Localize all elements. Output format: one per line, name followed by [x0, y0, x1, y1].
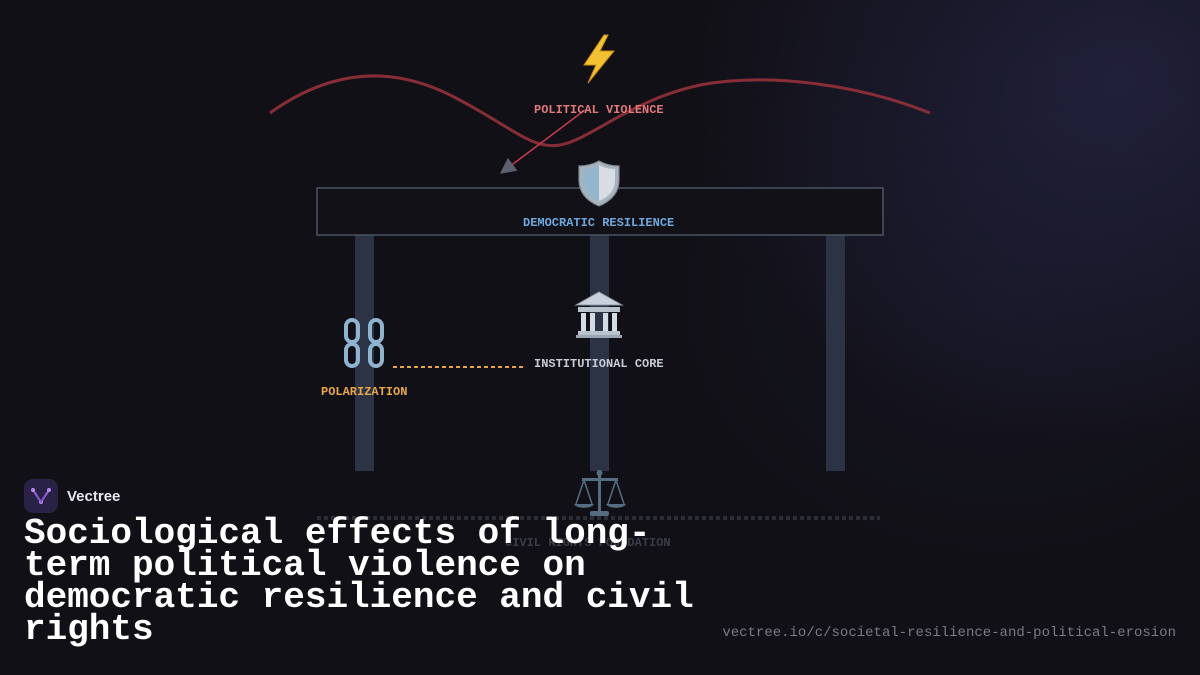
institutional-core-label: INSTITUTIONAL CORE	[534, 357, 664, 371]
page-title: Sociological effects of long-term politi…	[24, 513, 694, 650]
lightning-bolt-icon	[583, 34, 616, 84]
democratic-resilience-label: DEMOCRATIC RESILIENCE	[523, 216, 675, 230]
polarization-label: POLARIZATION	[321, 385, 408, 399]
chain-link-icon	[344, 318, 384, 368]
civil-rights-foundation-label: CIVIL RIGHTS FOUNDATION	[505, 536, 671, 550]
violence-wave	[269, 74, 931, 148]
pillar-left	[355, 235, 374, 471]
page-url[interactable]: vectree.io/c/societal-resilience-and-pol…	[722, 625, 1176, 641]
pillar-right	[826, 235, 845, 471]
shield-icon	[578, 160, 620, 207]
brand-name: Vectree	[67, 487, 121, 505]
vectree-logo-icon	[24, 479, 58, 513]
balance-scale-icon	[574, 470, 626, 516]
pillar-center	[590, 235, 609, 471]
classical-building-icon	[574, 291, 624, 338]
political-violence-label: POLITICAL VIOLENCE	[534, 103, 664, 117]
brand: Vectree	[24, 479, 120, 513]
impact-arrow	[499, 109, 586, 174]
